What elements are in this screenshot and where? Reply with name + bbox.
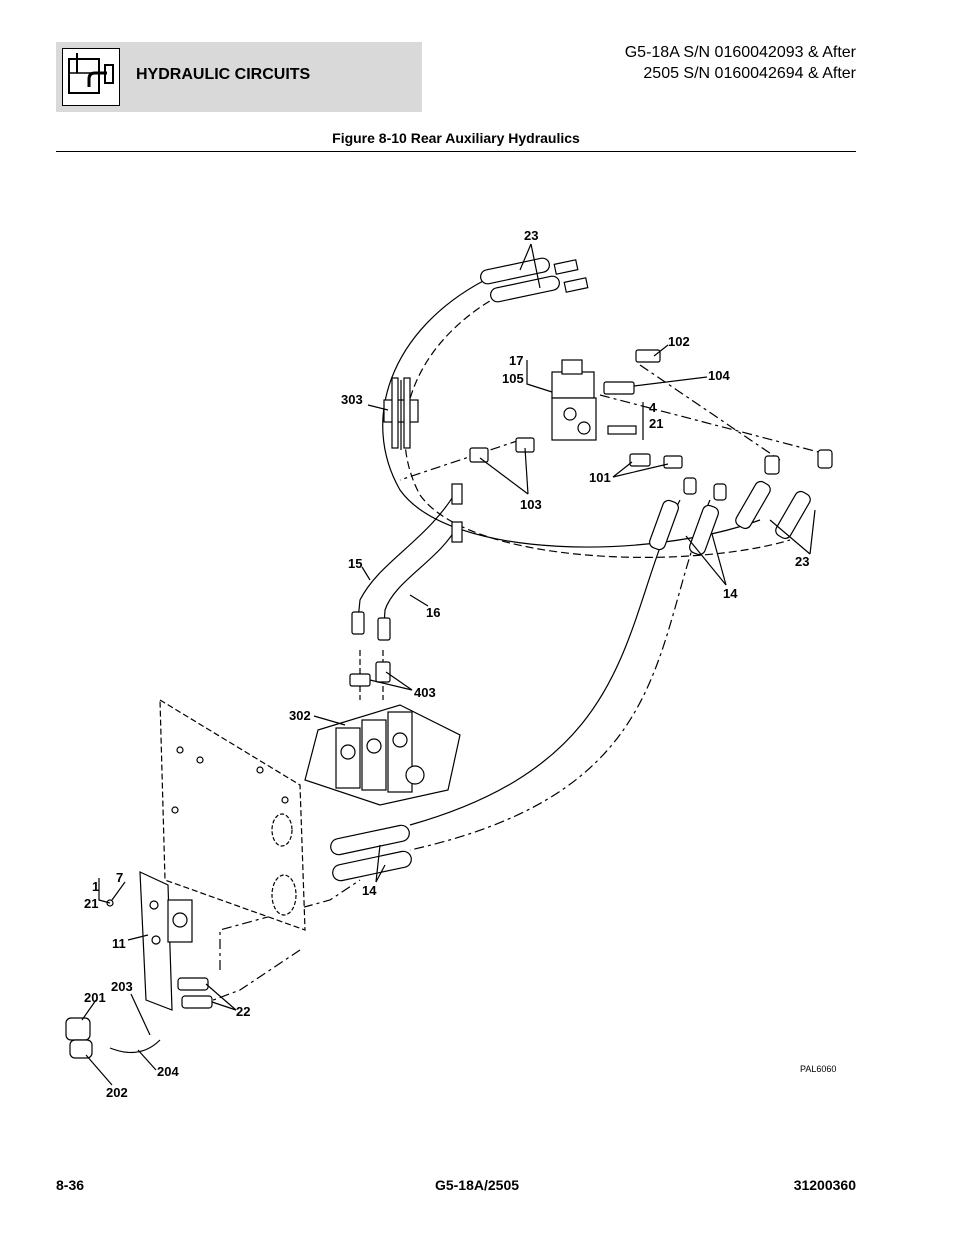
tether-204 (109, 1039, 161, 1054)
callout-23-top: 23 (524, 228, 538, 243)
callout-4: 4 (649, 400, 657, 415)
callout-203: 203 (111, 979, 133, 994)
callout-21-bracket: 21 (84, 896, 98, 911)
callout-101: 101 (589, 470, 611, 485)
callout-22: 22 (236, 1004, 250, 1019)
callout-202: 202 (106, 1085, 128, 1100)
fitting-403b (375, 661, 391, 683)
callout-103: 103 (520, 497, 542, 512)
callout-11: 11 (112, 936, 126, 951)
callout-7: 7 (116, 870, 123, 885)
hose-16 (383, 524, 459, 626)
hose-14-run-a (409, 499, 681, 826)
hose-crimp (451, 521, 463, 543)
callout-15: 15 (348, 556, 362, 571)
callout-14-upper: 14 (723, 586, 738, 601)
document-number: 31200360 (793, 1177, 856, 1193)
callout-16: 16 (426, 605, 440, 620)
callout-17: 17 (509, 353, 523, 368)
fitting-101b (663, 455, 683, 469)
hydraulic-reservoir-icon (62, 48, 120, 106)
coupler-22b (181, 995, 213, 1009)
drawing-code: PAL6060 (800, 1064, 836, 1074)
page-number: 8-36 (56, 1177, 85, 1193)
callout-201: 201 (84, 990, 106, 1005)
hose-23-loop-b (404, 294, 791, 558)
callout-303: 303 (341, 392, 363, 407)
fitting-104 (603, 381, 635, 395)
fitting-103a (469, 447, 489, 463)
section-title: HYDRAULIC CIRCUITS (136, 66, 311, 83)
section-header: HYDRAULIC CIRCUITS (56, 42, 422, 112)
hose-15 (357, 484, 461, 621)
mounting-plate (159, 698, 306, 931)
callout-1: 1 (92, 879, 99, 894)
coupler-202 (69, 1039, 93, 1059)
callout-302: 302 (289, 708, 311, 723)
serial-line-2: 2505 S/N 0160042694 & After (643, 65, 856, 82)
callout-21-valve: 21 (649, 416, 663, 431)
coupler-201 (65, 1017, 91, 1041)
hose-crimp (451, 483, 463, 505)
fitting-101a (629, 453, 651, 467)
serial-line-1: G5-18A S/N 0160042093 & After (624, 44, 856, 61)
callout-204: 204 (157, 1064, 179, 1079)
callout-23-right: 23 (795, 554, 809, 569)
figure-title: Figure 8-10 Rear Auxiliary Hydraulics (332, 130, 580, 146)
pin-4 (607, 425, 637, 435)
callout-104: 104 (708, 368, 730, 383)
model-name: G5-18A/2505 (434, 1177, 520, 1193)
callout-105: 105 (502, 371, 524, 386)
coupler-22a (177, 977, 209, 991)
callout-102: 102 (668, 334, 690, 349)
control-valve-302 (304, 704, 461, 806)
fitting-102 (635, 349, 661, 363)
serial-info: G5-18A S/N 0160042093 & After 2505 S/N 0… (625, 42, 856, 84)
hose-clamp-303 (383, 377, 419, 450)
selector-valve (551, 359, 597, 441)
callout-403: 403 (414, 685, 436, 700)
callout-14-lower: 14 (362, 883, 377, 898)
hose-14-run-b (409, 499, 711, 851)
header-rule (56, 151, 856, 152)
fitting-403a (349, 673, 371, 687)
